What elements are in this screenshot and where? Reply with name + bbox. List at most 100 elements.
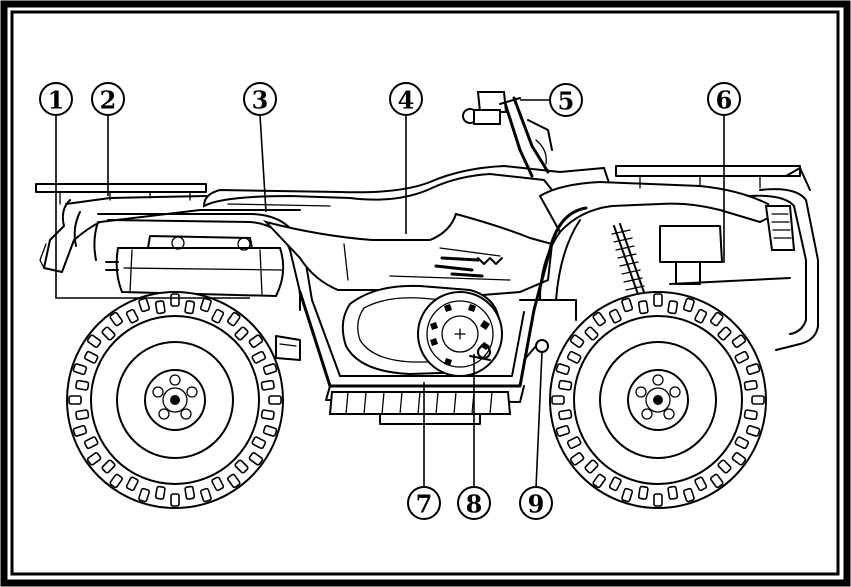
front-bumper: [747, 167, 819, 351]
tread-lug: [75, 379, 90, 391]
tread-lug: [170, 293, 180, 307]
callout-4-label: 4: [398, 86, 415, 115]
callout-5-label: 5: [558, 87, 575, 116]
tread-lug: [248, 334, 264, 348]
tread-lug: [125, 476, 139, 492]
tread-lug: [86, 334, 102, 348]
tread-lug: [621, 487, 634, 503]
tread-lug: [227, 311, 241, 327]
leader-1: [55, 115, 250, 299]
tread-lug: [566, 436, 582, 450]
tread-lug: [251, 350, 267, 364]
tread-lug: [170, 493, 180, 507]
rear-tire-treads: [68, 293, 282, 507]
tread-lug: [72, 424, 88, 437]
callout-4: 4: [389, 82, 423, 116]
diagram-inner-frame: [10, 10, 840, 576]
tread-lug: [227, 473, 241, 489]
tread-lug: [558, 379, 573, 391]
tread-lug: [72, 363, 88, 376]
callout-8-label: 8: [466, 490, 483, 519]
callout-5: 5: [549, 83, 583, 117]
tread-lug: [558, 409, 573, 421]
tread-lug: [260, 409, 275, 421]
tread-lug: [682, 487, 695, 503]
tread-lug: [745, 363, 761, 376]
tread-lug: [584, 326, 599, 341]
rear-fender: [39, 199, 301, 273]
front-tire-treads: [551, 293, 765, 507]
leader-6: [712, 115, 725, 263]
tread-lug: [667, 485, 679, 500]
tread-lug: [717, 326, 732, 341]
tread-lug: [211, 476, 225, 492]
tread-lug: [682, 297, 695, 313]
tread-lug: [637, 485, 649, 500]
callout-8: 8: [457, 486, 491, 520]
callout-1: 1: [39, 82, 73, 116]
callout-2-label: 2: [100, 86, 117, 115]
tread-lug: [608, 476, 622, 492]
tread-lug: [83, 350, 99, 364]
tread-lug: [694, 476, 708, 492]
tread-lug: [734, 436, 750, 450]
tread-lug: [262, 363, 278, 376]
callout-3: 3: [243, 82, 277, 116]
callout-1-label: 1: [48, 86, 65, 115]
tread-lug: [262, 424, 278, 437]
tread-lug: [154, 485, 166, 500]
tread-lug: [751, 395, 765, 405]
tread-lug: [592, 473, 606, 489]
callout-7-label: 7: [416, 490, 433, 519]
front-fender: [538, 180, 774, 301]
tread-lug: [199, 297, 212, 313]
tread-lug: [621, 297, 634, 313]
handlebar: [462, 91, 553, 178]
tread-lug: [83, 436, 99, 450]
tread-lug: [653, 293, 663, 307]
tread-lug: [101, 326, 116, 341]
tread-lug: [710, 473, 724, 489]
leader-3: [259, 114, 267, 213]
tread-lug: [653, 493, 663, 507]
tread-lug: [109, 311, 123, 327]
tread-lug: [234, 459, 249, 474]
leader-9: [535, 351, 543, 489]
callout-6-label: 6: [716, 86, 733, 115]
tread-lug: [75, 409, 90, 421]
tread-lug: [569, 452, 585, 466]
tread-lug: [199, 487, 212, 503]
tread-lug: [731, 452, 747, 466]
tread-lug: [86, 452, 102, 466]
tread-lug: [731, 334, 747, 348]
tread-lug: [248, 452, 264, 466]
tread-lug: [745, 424, 761, 437]
tread-lug: [268, 395, 282, 405]
tread-lug: [667, 300, 679, 315]
tread-lug: [184, 485, 196, 500]
exhaust-muffler: [105, 235, 285, 298]
rear-wheel: [66, 291, 284, 509]
rear-rack: [35, 183, 207, 205]
footrest: [328, 391, 512, 425]
tread-lug: [710, 311, 724, 327]
tread-lug: [234, 326, 249, 341]
tread-lug: [569, 334, 585, 348]
tread-lug: [555, 424, 571, 437]
tread-lug: [551, 395, 565, 405]
tread-lug: [260, 379, 275, 391]
rear-skid-plate: [275, 335, 301, 361]
tread-lug: [743, 409, 758, 421]
tread-lug: [138, 487, 151, 503]
front-rack: [615, 165, 801, 189]
tread-lug: [138, 297, 151, 313]
tread-lug: [734, 350, 750, 364]
tread-lug: [566, 350, 582, 364]
callout-3-label: 3: [252, 86, 269, 115]
tread-lug: [694, 308, 708, 324]
starter-vents: [430, 304, 490, 366]
callouts: 1 2 3 4 5 6 7 8: [39, 82, 741, 520]
front-wheel: [549, 291, 767, 509]
tread-lug: [555, 363, 571, 376]
side-panel: [262, 212, 554, 298]
